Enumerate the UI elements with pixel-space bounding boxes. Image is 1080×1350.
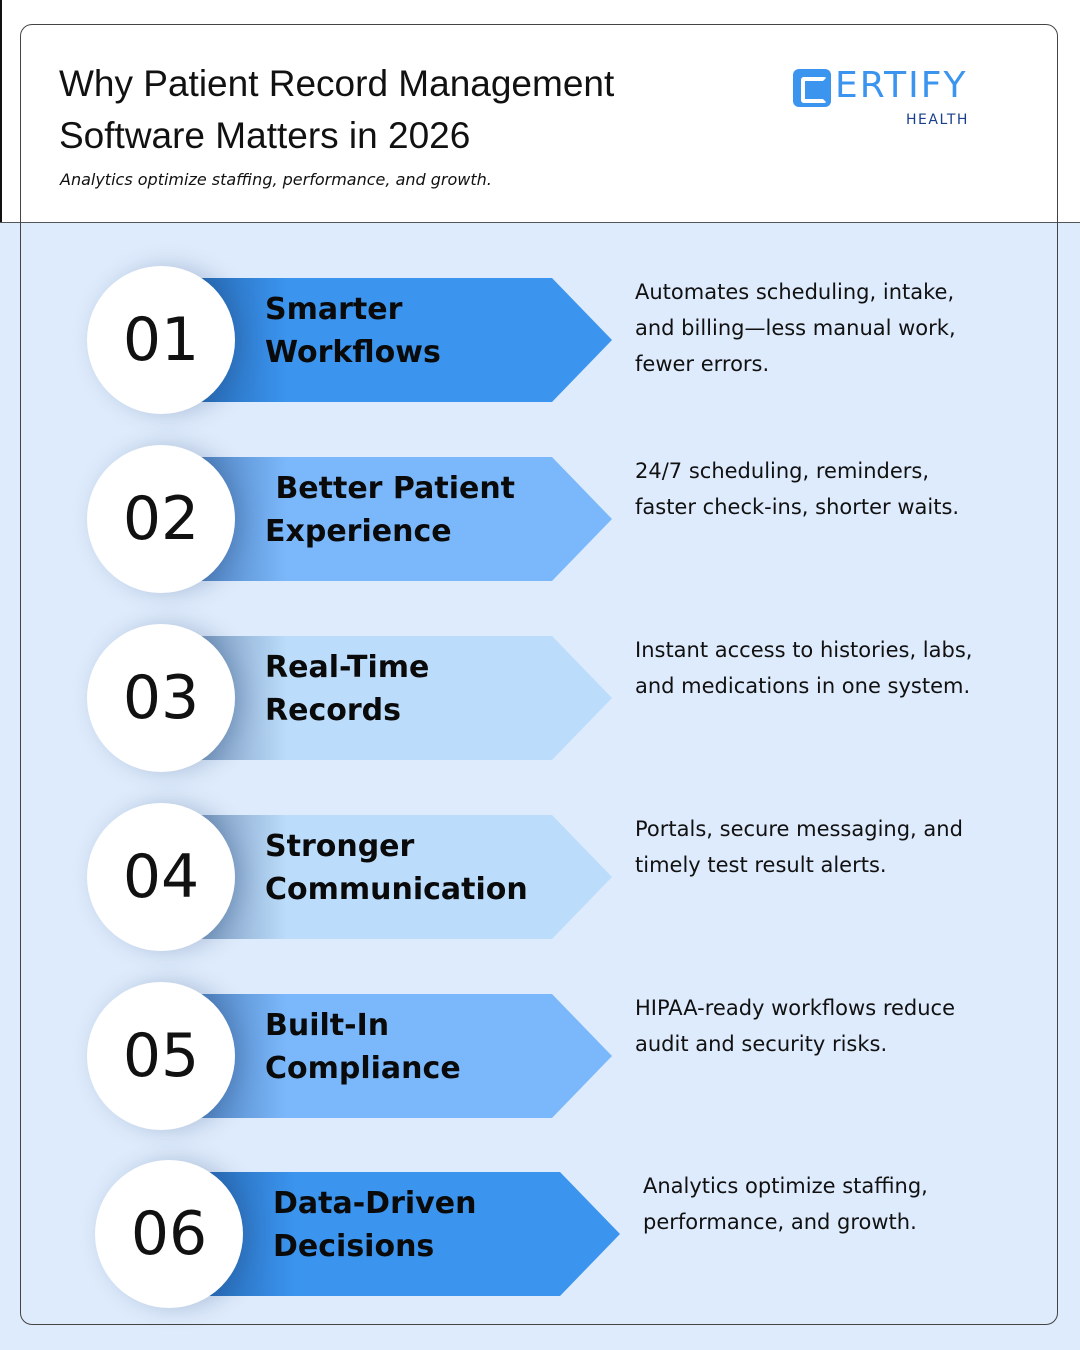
number-badge: 06 [95, 1160, 243, 1308]
item-title: Stronger Communication [265, 829, 528, 907]
item-description: Instant access to histories, labs, and m… [635, 638, 973, 698]
item-number: 03 [122, 663, 200, 733]
logo-subtext: HEALTH [906, 112, 969, 128]
number-badge: 05 [87, 982, 235, 1130]
item-title: Better Patient Experience [265, 471, 516, 549]
title-line-1: Why Patient Record Management [59, 63, 615, 104]
number-badge: 04 [87, 803, 235, 951]
item-title: Built-In Compliance [265, 1008, 461, 1086]
item-title: Data-Driven Decisions [273, 1186, 477, 1264]
list-item: 01 Smarter Workflows Automates schedulin… [87, 266, 1080, 416]
list-item: 02 Better Patient Experience 24/7 schedu… [87, 445, 1080, 595]
number-badge: 01 [87, 266, 235, 414]
divider [0, 0, 2, 222]
item-title: Real-Time Records [265, 650, 430, 728]
arrow-banner [197, 278, 612, 402]
logo-wordmark: ERTIFY [835, 65, 968, 106]
number-badge: 03 [87, 624, 235, 772]
item-description: HIPAA-ready workflows reduce audit and s… [635, 996, 956, 1056]
title-line-2: Software Matters in 2026 [59, 115, 471, 156]
item-number: 01 [122, 305, 200, 375]
item-number: 05 [122, 1021, 200, 1091]
card-frame [20, 24, 1058, 1325]
item-number: 04 [122, 842, 200, 912]
page-subtitle: Analytics optimize staffing, performance… [60, 170, 492, 189]
list-item: 05 Built-In Compliance HIPAA-ready workf… [87, 982, 1080, 1132]
header [0, 0, 1080, 223]
certify-health-logo: ERTIFY HEALTH [793, 68, 1003, 132]
item-title: Smarter Workflows [265, 292, 441, 370]
arrow-banner [197, 994, 612, 1118]
item-number: 02 [122, 484, 200, 554]
page-title: Why Patient Record Management Software M… [59, 58, 759, 162]
list-item: 06 Data-Driven Decisions Analytics optim… [95, 1160, 1080, 1310]
list-item: 03 Real-Time Records Instant access to h… [87, 624, 1080, 774]
logo-c-mark-icon [793, 69, 831, 107]
item-description: 24/7 scheduling, reminders, faster check… [635, 459, 960, 519]
number-badge: 02 [87, 445, 235, 593]
item-number: 06 [130, 1199, 208, 1269]
item-description: Automates scheduling, intake, and billin… [635, 280, 956, 376]
item-description: Portals, secure messaging, and timely te… [635, 817, 963, 877]
list-item: 04 Stronger Communication Portals, secur… [87, 803, 1080, 953]
item-description: Analytics optimize staffing, performance… [643, 1174, 928, 1234]
